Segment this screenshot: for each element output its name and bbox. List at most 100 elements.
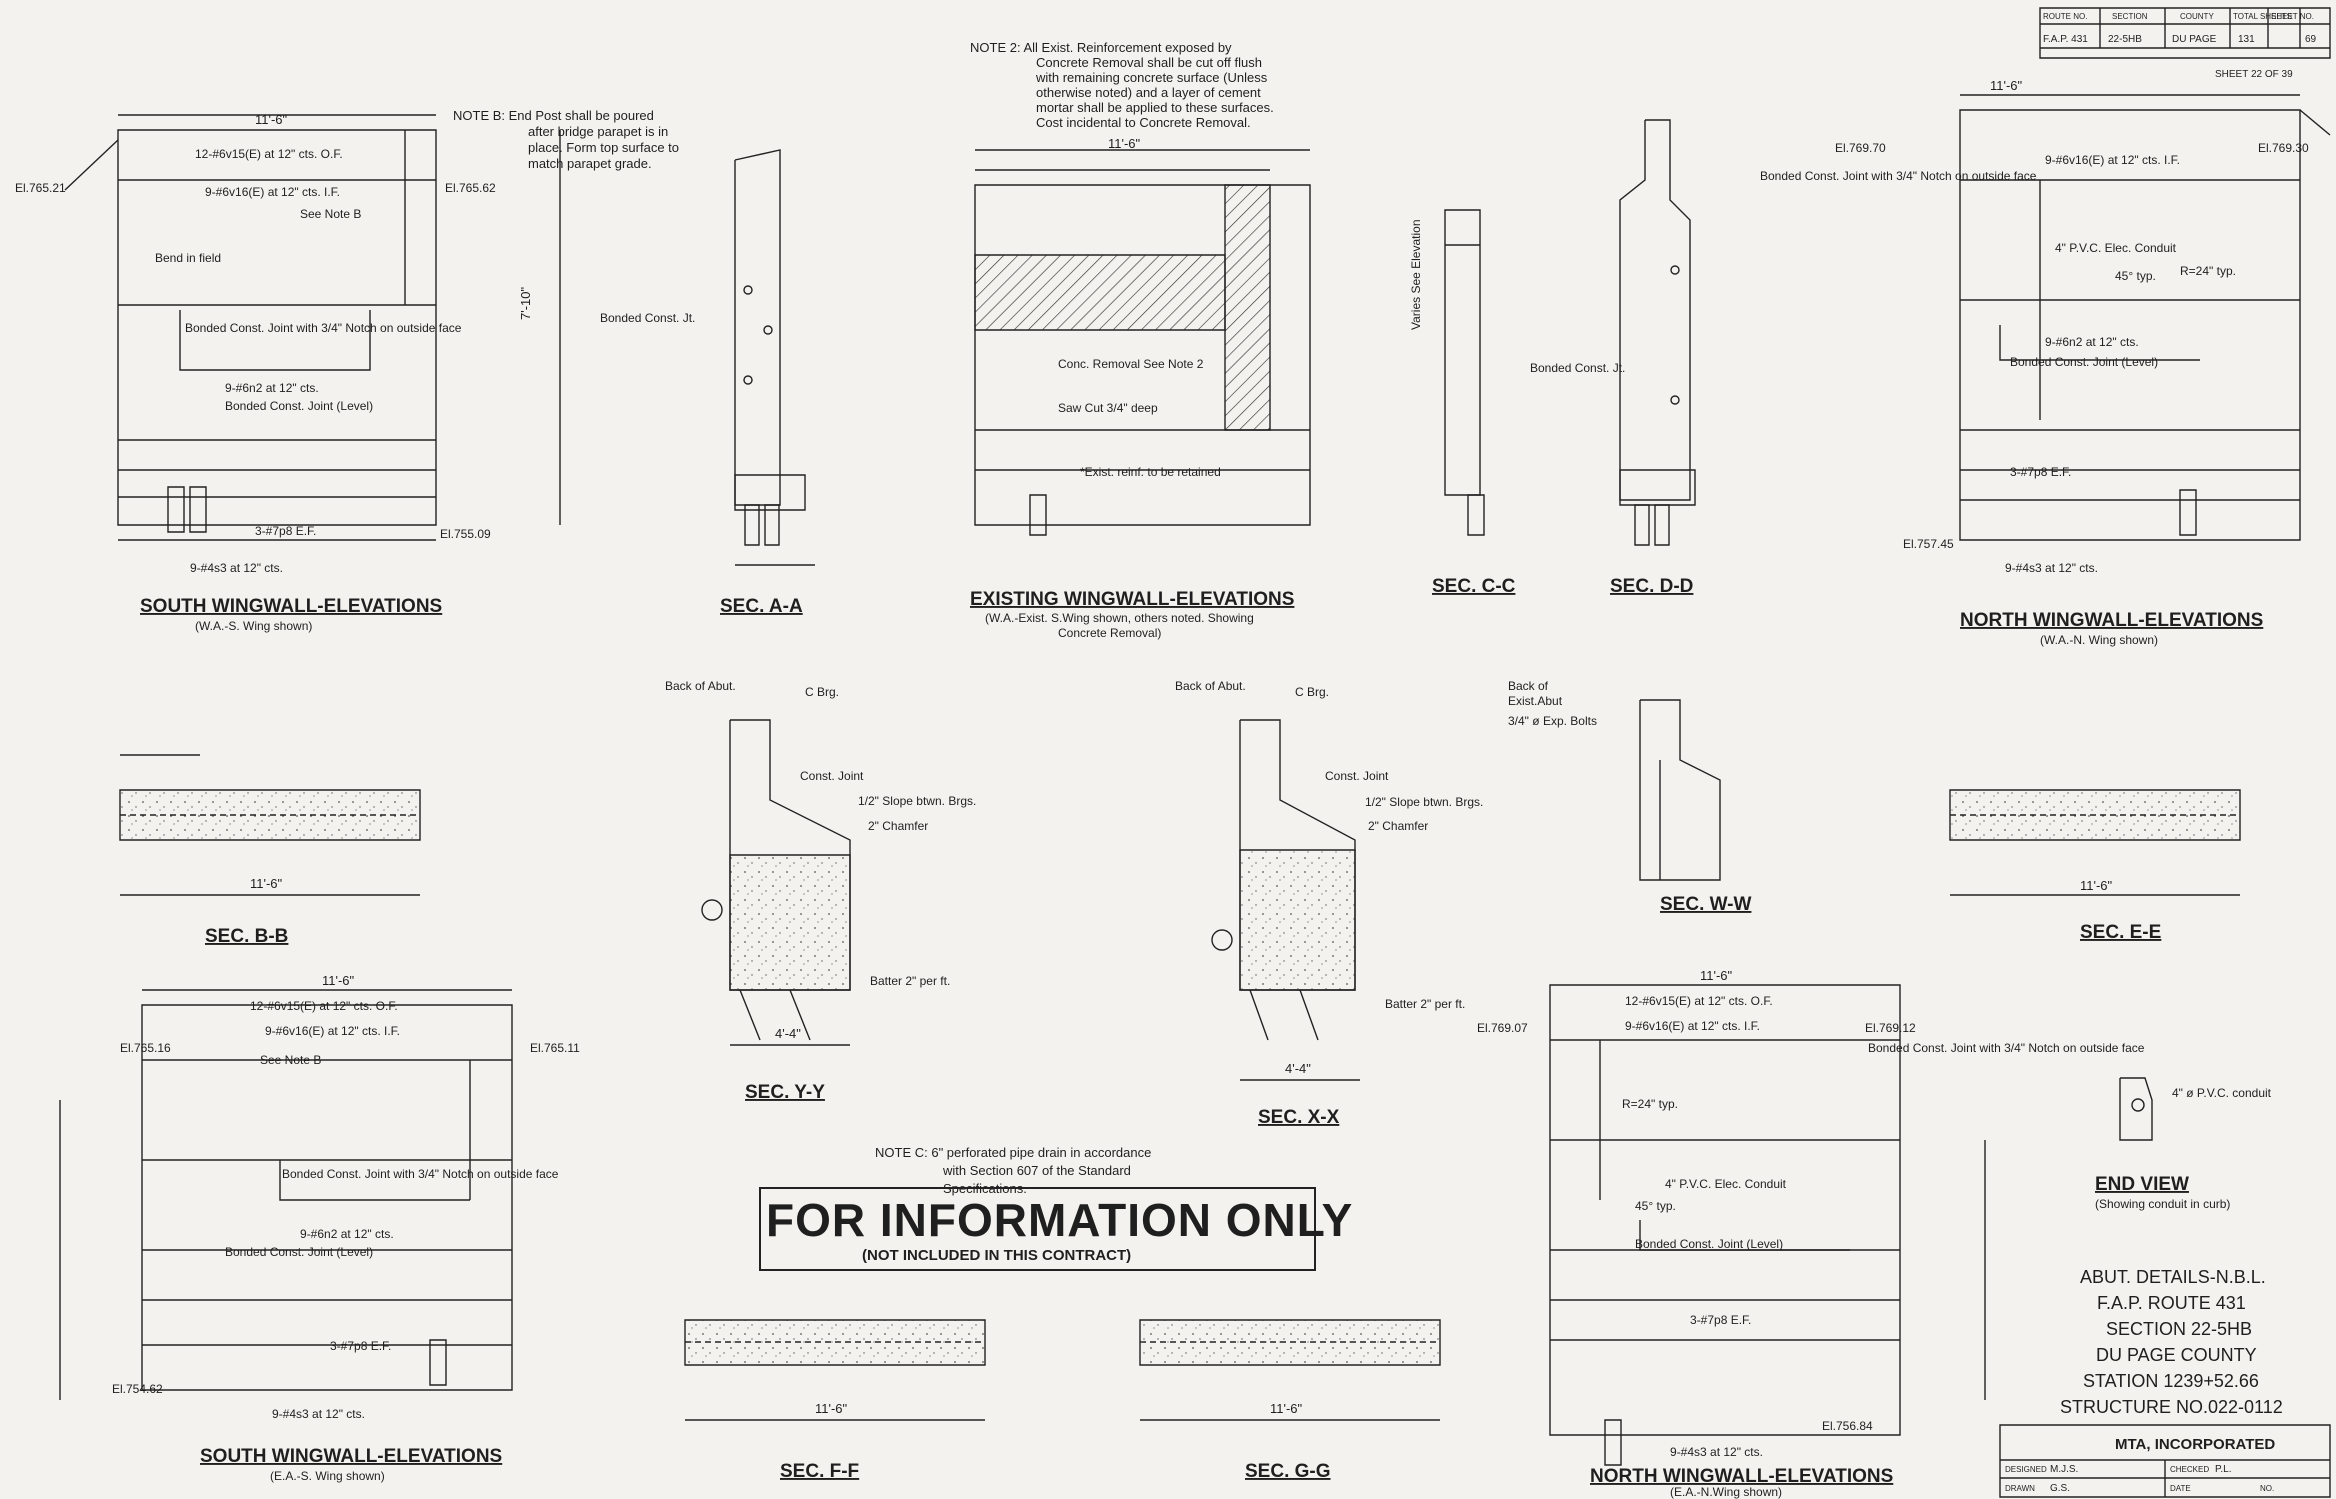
existing-wingwall-labels: 11'-6" Conc. Removal See Note 2 Saw Cut … xyxy=(1058,136,1221,479)
title-sec-c-c: SEC. C-C xyxy=(1432,576,1516,597)
svg-text:R=24" typ.: R=24" typ. xyxy=(1622,1097,1678,1111)
svg-text:C Brg.: C Brg. xyxy=(1295,685,1329,699)
svg-text:Bonded Const. Joint (Level): Bonded Const. Joint (Level) xyxy=(1635,1237,1783,1251)
sec-e-e xyxy=(1950,790,2240,895)
existing-wingwall-elevation xyxy=(975,150,1310,535)
svg-text:El.769.70: El.769.70 xyxy=(1835,141,1886,155)
sec-y-y-labels: Back of Abut. C Brg. Const. Joint 1/2" S… xyxy=(665,679,976,1041)
svg-text:See Note B: See Note B xyxy=(260,1053,321,1067)
svg-text:Exist.Abut: Exist.Abut xyxy=(1508,694,1563,708)
hdr-total-label: TOTAL SHEETS xyxy=(2233,12,2292,21)
info-only-stamp: FOR INFORMATION ONLY (NOT INCLUDED IN TH… xyxy=(760,1188,1353,1270)
subtitle-north-wingwall-wa: (W.A.-N. Wing shown) xyxy=(2040,633,2158,647)
hdr-total-value: 131 xyxy=(2238,34,2255,45)
svg-text:45° typ.: 45° typ. xyxy=(1635,1199,1676,1213)
tb-line-4: DU PAGE COUNTY xyxy=(2096,1345,2257,1365)
title-end-view: END VIEW xyxy=(2095,1174,2189,1195)
header-block xyxy=(2040,8,2330,58)
hdr-sheetno-label: SHEET NO. xyxy=(2271,12,2314,21)
svg-text:El.769.30: El.769.30 xyxy=(2258,141,2309,155)
svg-text:4'-4": 4'-4" xyxy=(1285,1061,1311,1076)
title-south-wingwall-ea: SOUTH WINGWALL-ELEVATIONS xyxy=(200,1446,502,1467)
svg-text:Bend in field: Bend in field xyxy=(155,251,221,265)
svg-text:9-#6n2 at 12" cts.: 9-#6n2 at 12" cts. xyxy=(300,1227,394,1241)
svg-text:2" Chamfer: 2" Chamfer xyxy=(1368,819,1428,833)
label-back-of-exist-abut: Back of xyxy=(1508,679,1549,693)
drawn-label: DRAWN xyxy=(2005,1484,2035,1493)
label-exp-bolts: 3/4" ø Exp. Bolts xyxy=(1508,714,1597,728)
svg-text:4" P.V.C. Elec. Conduit: 4" P.V.C. Elec. Conduit xyxy=(2055,241,2177,255)
label-bonded-const-jt-dd: Bonded Const. Jt. xyxy=(1530,361,1625,375)
subtitle-north-wingwall-ea: (E.A.-N.Wing shown) xyxy=(1670,1485,1782,1499)
svg-text:11'-6": 11'-6" xyxy=(1990,78,2023,93)
title-block: ABUT. DETAILS-N.B.L. F.A.P. ROUTE 431 SE… xyxy=(2060,1267,2283,1417)
sec-x-x-labels: Back of Abut. C Brg. Const. Joint 1/2" S… xyxy=(1175,679,1483,1076)
note-c: NOTE C: 6" perforated pipe drain in acco… xyxy=(875,1145,1155,1196)
svg-text:3-#7p8 E.F.: 3-#7p8 E.F. xyxy=(2010,465,2071,479)
end-view xyxy=(2120,1078,2152,1140)
svg-text:C Brg.: C Brg. xyxy=(805,685,839,699)
svg-text:Bonded Const. Joint (Level): Bonded Const. Joint (Level) xyxy=(225,399,373,413)
hdr-sheet-label: SHEET 22 OF 39 xyxy=(2215,69,2293,80)
stamp-sub: (NOT INCLUDED IN THIS CONTRACT) xyxy=(862,1247,1131,1264)
svg-text:3-#7p8 E.F.: 3-#7p8 E.F. xyxy=(330,1339,391,1353)
label-end-view-conduit: 4" ø P.V.C. conduit xyxy=(2172,1086,2272,1100)
tb-line-3: SECTION 22-5HB xyxy=(2106,1319,2252,1339)
sec-y-y xyxy=(702,720,850,1045)
svg-text:1/2" Slope btwn. Brgs.: 1/2" Slope btwn. Brgs. xyxy=(858,794,976,808)
subtitle-south-wingwall-ea: (E.A.-S. Wing shown) xyxy=(270,1469,385,1483)
note-2: NOTE 2: All Exist. Reinforcement exposed… xyxy=(970,40,1277,130)
sec-d-d xyxy=(1620,120,1695,545)
title-sec-b-b: SEC. B-B xyxy=(205,926,288,947)
svg-text:Saw Cut 3/4" deep: Saw Cut 3/4" deep xyxy=(1058,401,1158,415)
label-gg-width: 11'-6" xyxy=(1270,1401,1303,1416)
firm-name: MTA, INCORPORATED xyxy=(2115,1436,2275,1453)
hdr-section-value: 22-5HB xyxy=(2108,34,2142,45)
tb-line-1: ABUT. DETAILS-N.B.L. xyxy=(2080,1267,2266,1287)
title-sec-e-e: SEC. E-E xyxy=(2080,922,2161,943)
svg-text:El.765.16: El.765.16 xyxy=(120,1041,171,1055)
svg-text:11'-6": 11'-6" xyxy=(1700,968,1733,983)
title-sec-f-f: SEC. F-F xyxy=(780,1461,859,1482)
no-label: NO. xyxy=(2260,1484,2274,1493)
sec-a-a xyxy=(735,150,815,565)
svg-text:El.769.07: El.769.07 xyxy=(1477,1021,1528,1035)
title-south-wingwall-wa: SOUTH WINGWALL-ELEVATIONS xyxy=(140,596,442,617)
hdr-section-label: SECTION xyxy=(2112,12,2148,21)
sec-w-w xyxy=(1640,700,1720,880)
checked-value: P.L. xyxy=(2215,1464,2232,1475)
sec-f-f xyxy=(685,1320,985,1420)
title-sec-a-a: SEC. A-A xyxy=(720,596,803,617)
svg-text:9-#6v16(E) at 12" cts. I.F.: 9-#6v16(E) at 12" cts. I.F. xyxy=(1625,1019,1760,1033)
title-north-wingwall-ea: NORTH WINGWALL-ELEVATIONS xyxy=(1590,1466,1893,1487)
title-sec-x-x: SEC. X-X xyxy=(1258,1107,1340,1128)
sec-g-g xyxy=(1140,1320,1440,1420)
hdr-sheetno-value: 69 xyxy=(2305,34,2317,45)
svg-text:Conc. Removal See Note 2: Conc. Removal See Note 2 xyxy=(1058,357,1204,371)
stamp-main: FOR INFORMATION ONLY xyxy=(766,1194,1353,1246)
south-wingwall-wa-elevation xyxy=(65,115,560,540)
svg-text:El.765.62: El.765.62 xyxy=(445,181,496,195)
south-wingwall-ea-elevation xyxy=(60,990,512,1400)
svg-text:Back of Abut.: Back of Abut. xyxy=(665,679,736,693)
sec-x-x xyxy=(1212,720,1360,1080)
svg-text:Batter 2" per ft.: Batter 2" per ft. xyxy=(870,974,950,988)
hdr-county-value: DU PAGE xyxy=(2172,34,2217,45)
svg-text:7'-10": 7'-10" xyxy=(518,286,533,320)
svg-text:11'-6": 11'-6" xyxy=(322,973,355,988)
svg-text:*Exist. reinf. to be retained: *Exist. reinf. to be retained xyxy=(1080,465,1221,479)
svg-text:El.755.09: El.755.09 xyxy=(440,527,491,541)
designed-value: M.J.S. xyxy=(2050,1464,2078,1475)
svg-text:4'-4": 4'-4" xyxy=(775,1026,801,1041)
svg-text:3-#7p8 E.F.: 3-#7p8 E.F. xyxy=(1690,1313,1751,1327)
hdr-route-label: ROUTE NO. xyxy=(2043,12,2087,21)
label-bonded-const-jt: Bonded Const. Jt. xyxy=(600,311,695,325)
south-wingwall-wa-labels: 11'-6" El.765.21 El.765.62 12-#6v15(E) a… xyxy=(15,112,533,575)
title-existing-wingwall: EXISTING WINGWALL-ELEVATIONS xyxy=(970,589,1294,610)
svg-text:4" P.V.C. Elec. Conduit: 4" P.V.C. Elec. Conduit xyxy=(1665,1177,1787,1191)
subtitle-south-wingwall-wa: (W.A.-S. Wing shown) xyxy=(195,619,312,633)
checked-label: CHECKED xyxy=(2170,1465,2209,1474)
hdr-county-label: COUNTY xyxy=(2180,12,2214,21)
svg-text:El.756.84: El.756.84 xyxy=(1822,1419,1873,1433)
